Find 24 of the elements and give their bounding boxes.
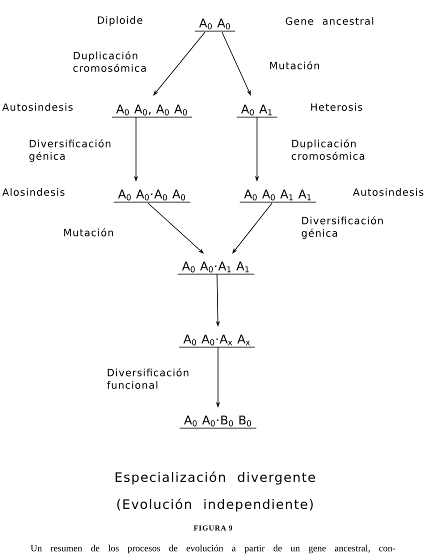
edge-label: Diversificación génica	[29, 139, 110, 162]
heading-text: Especialización divergente	[116, 471, 315, 485]
edge-label: Diversificación funcional	[107, 368, 188, 389]
underlined-formula: A$_{0}$ A$_{1}$	[236, 104, 278, 118]
heading-text: (Evolución independiente)	[117, 498, 313, 512]
side-label: Alosindesis	[2, 188, 64, 196]
edge-label: Duplicación cromosómica	[292, 139, 364, 160]
underlined-formula: A$_{0}$ A$_{0}$·A$_{0}$ A$_{0}$	[113, 190, 191, 203]
side-label: Heterosis	[311, 103, 362, 111]
underlined-formula: A$_{0}$ A$_{0}$·B$_{0}$ B$_{0}$	[179, 416, 257, 429]
side-label: Diploide	[98, 16, 142, 26]
underlined-formula: A$_{0}$ A$_{0}$·A$_{1}$ A$_{1}$	[177, 262, 255, 275]
underlined-formula: A$_{0}$ A$_{0}$ A$_{1}$ A$_{1}$	[239, 190, 317, 203]
side-label: Gene ancestral	[286, 17, 374, 25]
underlined-formula: A$_{0}$ A$_{0}$·A$_{x}$ A$_{x}$	[178, 334, 256, 348]
edge-label: Mutación	[270, 61, 319, 70]
underlined-formula: A$_{0}$ A$_{0}$	[194, 18, 236, 32]
side-label: Autosindesis	[352, 188, 424, 196]
underlined-formula: A$_{0}$ A$_{0}$, A$_{0}$ A$_{0}$	[111, 104, 193, 118]
side-label: Autosindesis	[2, 103, 73, 111]
edge-label: Duplicación cromosómica	[73, 51, 146, 72]
edge-label: Mutación	[64, 228, 113, 236]
edge-label: Diversificación génica	[302, 216, 383, 239]
caption: Un resumen de los procesos de evolución a partir de un gene ancestral, con-	[30, 544, 396, 554]
